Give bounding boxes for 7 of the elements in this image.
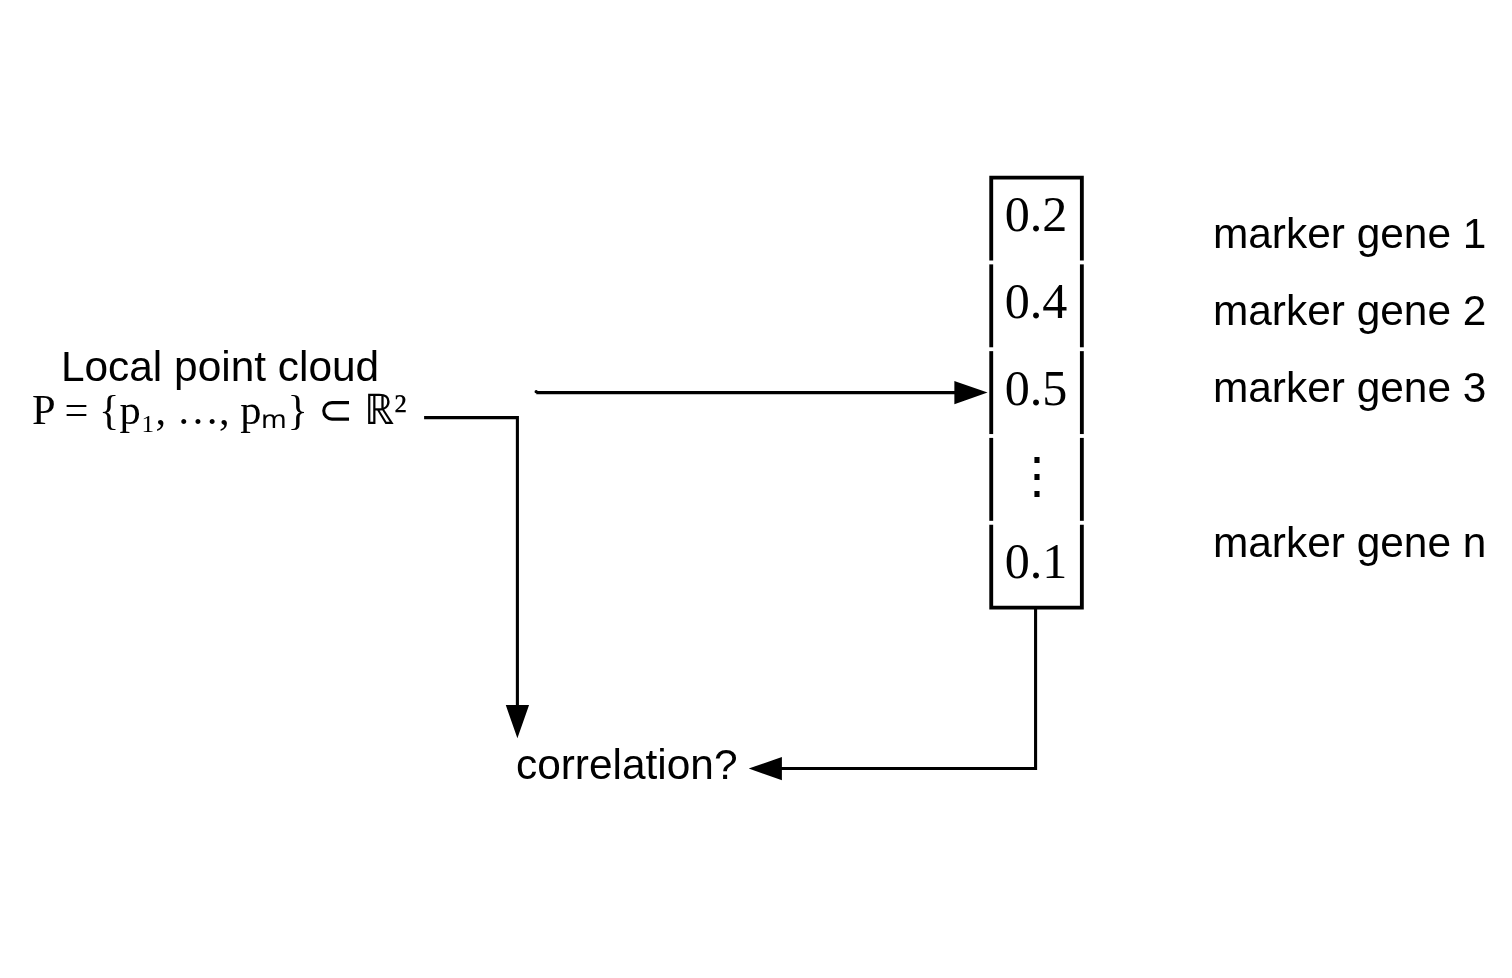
- node-label: marker gene 1: [1212, 210, 1487, 258]
- node-text: 0.2 0.4 0.5 ⋮ 0.1: [1004, 186, 1068, 590]
- node-label: marker gene n: [1212, 518, 1487, 566]
- node-label: marker gene 3: [1212, 364, 1487, 412]
- node-label: marker gene 2: [1212, 287, 1487, 335]
- node-text: correlation?: [515, 741, 738, 789]
- node-text: Local point cloud P = {p₁, …, pₘ} ⊂ ℝ²: [31, 343, 407, 433]
